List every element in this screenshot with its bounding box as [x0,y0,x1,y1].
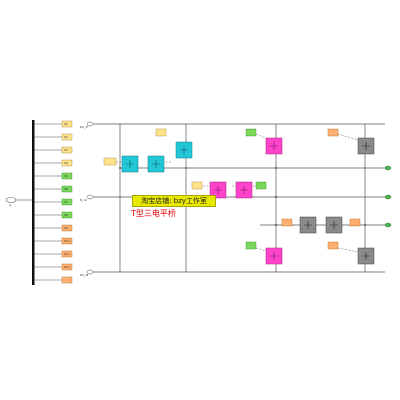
input-port-symbol[interactable]: g [5,197,32,208]
goto-block[interactable] [61,276,73,284]
goto-block[interactable]: S7 [61,198,73,206]
output-port[interactable] [384,194,392,200]
igbt-magenta-1[interactable] [209,181,227,199]
svg-text:S2: S2 [64,135,68,139]
demux-wires [34,123,62,281]
goto-block[interactable]: S5 [61,172,73,180]
goto-block[interactable]: S2 [61,133,73,141]
svg-text:S11: S11 [64,252,70,256]
igbt-gray-1[interactable] [357,137,375,155]
mux-label: g [9,203,11,207]
igbt-cyan-1[interactable] [121,155,139,173]
goto-block[interactable]: S9 [61,224,73,232]
svg-text:S5: S5 [64,174,68,178]
svg-text:S4: S4 [64,161,68,165]
goto-block[interactable]: S6 [61,185,73,193]
from-block[interactable] [255,181,267,190]
igbt-magenta-2[interactable] [235,181,253,199]
svg-text:S9: S9 [64,226,68,230]
goto-block[interactable]: S8 [61,211,73,219]
output-port[interactable] [384,165,392,171]
svg-text:S1: S1 [64,122,68,126]
svg-text:S10: S10 [64,239,70,243]
svg-text:DC_P: DC_P [80,125,88,129]
from-block[interactable] [281,218,293,227]
shop-watermark-banner: 淘宝店铺: bzy工作室 [132,195,216,207]
from-block[interactable] [191,181,203,190]
right-ports [384,165,392,228]
from-block[interactable] [349,218,361,227]
from-block[interactable] [327,241,339,250]
goto-block[interactable]: S11 [61,250,73,258]
svg-text:S6: S6 [64,187,68,191]
igbt-gray-3[interactable] [325,216,343,234]
goto-block[interactable]: S10 [61,237,73,245]
goto-block[interactable]: S3 [61,146,73,154]
port-n-dc[interactable]: N_dc [80,194,94,202]
svg-text:S3: S3 [64,148,68,152]
from-blocks [103,128,361,250]
igbt-gray-4[interactable] [357,247,375,265]
from-block[interactable] [155,128,167,137]
port-dc-n[interactable]: DC_N [80,269,94,277]
svg-text:S7: S7 [64,200,68,204]
diagram-caption: T型三电平桥 [131,209,176,218]
goto-block[interactable]: S4 [61,159,73,167]
igbt-gray-2[interactable] [299,216,317,234]
goto-blocks: S1 S2 S3 S4 S5 S6 S7 S8 S9 S10 S11 S12 [61,120,73,284]
left-ports: DC_P N_dc DC_N [80,121,94,277]
demux-bar[interactable] [32,120,35,285]
igbt-magenta-3[interactable] [265,137,283,155]
svg-text:DC_N: DC_N [80,273,88,277]
output-port[interactable] [384,222,392,228]
from-block[interactable] [103,157,117,166]
svg-text:S12: S12 [64,265,70,269]
svg-text:S8: S8 [64,213,68,217]
port-dc-p[interactable]: DC_P [80,121,94,129]
svg-text:N_dc: N_dc [80,198,88,202]
igbt-cyan-2[interactable] [147,155,165,173]
junction-dots [119,167,366,226]
igbt-magenta-4[interactable] [265,247,283,265]
goto-block[interactable]: S12 [61,263,73,271]
igbt-cyan-3[interactable] [175,141,193,159]
from-block[interactable] [327,128,339,137]
from-block[interactable] [245,241,257,250]
from-block[interactable] [245,128,257,137]
igbt-switches [121,137,375,265]
goto-block[interactable]: S1 [61,120,73,128]
